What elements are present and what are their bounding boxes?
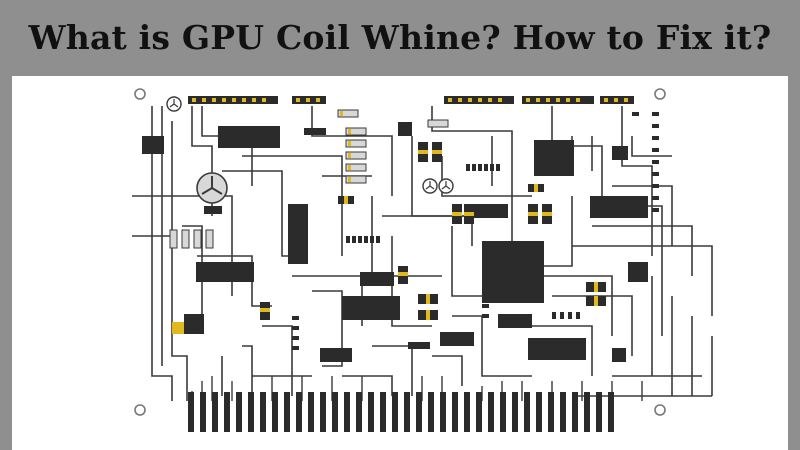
top-pin-highlights [192,98,628,102]
fan-icon-small [166,96,454,194]
circuit-board-illustration [12,76,788,450]
edge-connector [188,392,614,432]
capacitors [172,142,606,334]
mounting-holes [134,88,666,416]
smd-pads [292,112,659,350]
page-title: What is GPU Coil Whine? How to Fix it? [28,17,772,57]
resistors [169,109,449,249]
fan-icon-large [196,172,228,204]
chips [142,122,648,362]
circuit-board-icon [132,88,713,432]
